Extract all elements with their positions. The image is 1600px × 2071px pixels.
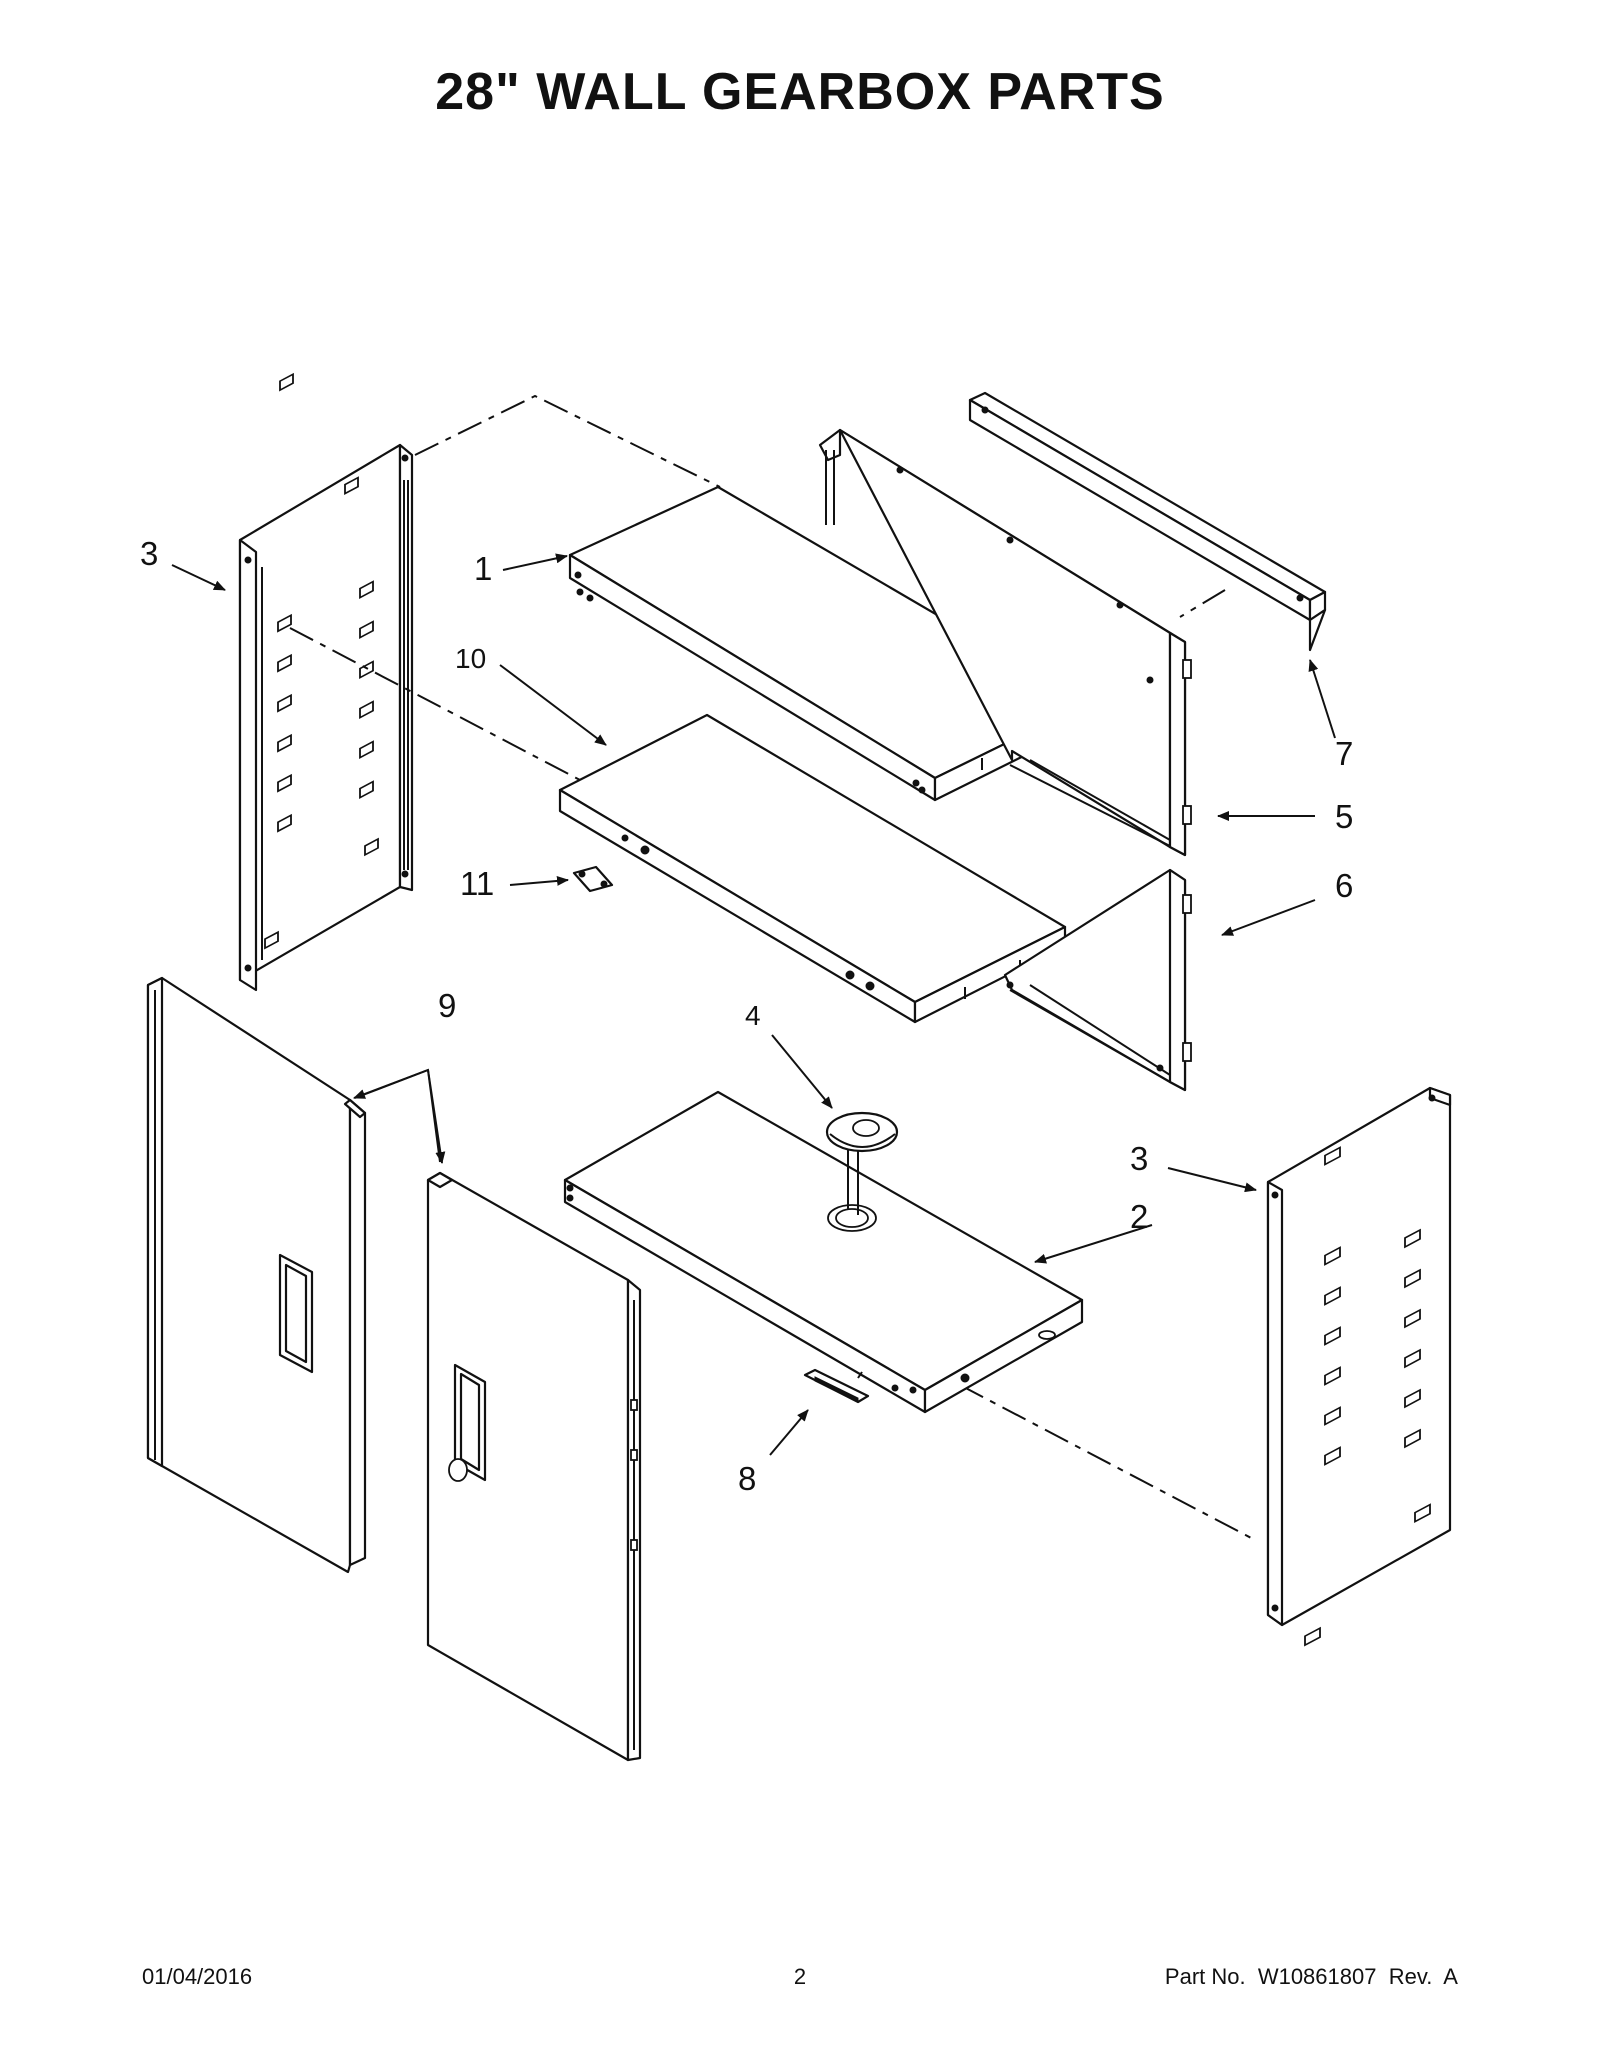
shelf-clip <box>572 865 614 893</box>
leader-lines <box>171 553 1336 1456</box>
callout-6: 6 <box>1335 867 1353 904</box>
left-side-panel <box>238 372 414 992</box>
left-door <box>146 976 367 1574</box>
back-panel-lower <box>1003 868 1192 1092</box>
footer-page-number: 2 <box>793 1964 807 1989</box>
alignment-lines <box>289 394 1256 1541</box>
footer-date: 01/04/2016 <box>142 1964 253 1989</box>
top-shelf <box>568 485 1090 802</box>
footer-part-number: Part No. W10861807 Rev. A <box>1164 1964 1458 1989</box>
page-title: 28" WALL GEARBOX PARTS <box>435 63 1165 121</box>
right-side-panel <box>1266 1086 1452 1647</box>
callout-5: 5 <box>1335 798 1353 835</box>
top-trim <box>968 391 1327 652</box>
callout-3-right: 3 <box>1130 1140 1148 1177</box>
callout-8: 8 <box>738 1460 756 1497</box>
callout-9: 9 <box>438 987 456 1024</box>
grommet-cap <box>825 1111 899 1153</box>
left-side-panel-slots <box>264 372 379 950</box>
callout-4: 4 <box>745 1000 761 1031</box>
right-door <box>426 1171 642 1762</box>
nameplate-badge <box>803 1368 870 1404</box>
callout-2: 2 <box>1130 1198 1148 1235</box>
callout-1: 1 <box>474 550 492 587</box>
back-panel-upper <box>818 428 1192 857</box>
callout-7: 7 <box>1335 735 1353 772</box>
callout-3-left: 3 <box>140 535 158 572</box>
right-side-panel-slots <box>1304 1146 1431 1647</box>
middle-shelf <box>558 713 1067 1024</box>
bottom-panel <box>563 1090 1084 1414</box>
callout-11: 11 <box>460 865 494 902</box>
callout-10: 10 <box>455 643 486 674</box>
